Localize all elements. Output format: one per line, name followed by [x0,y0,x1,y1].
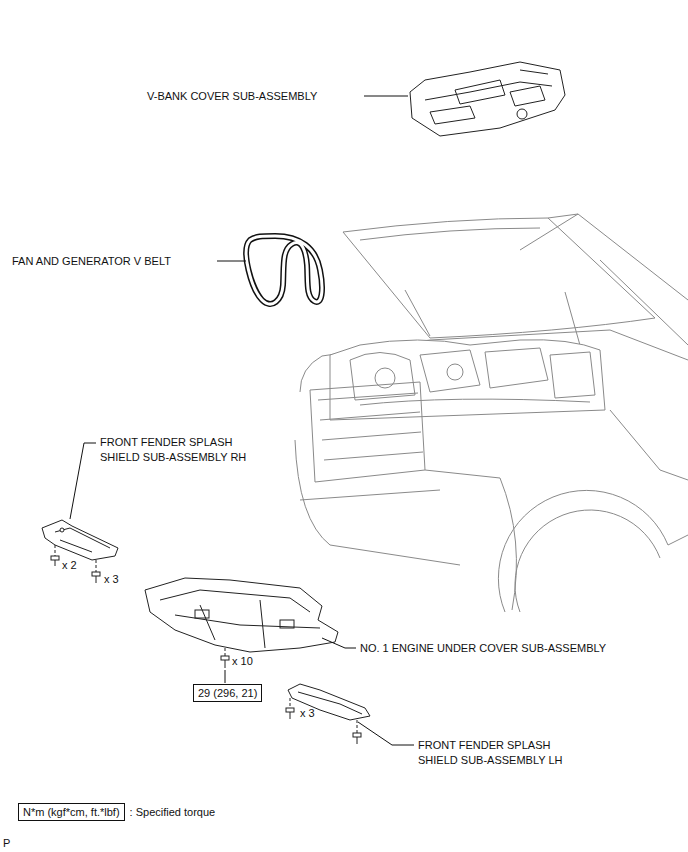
vehicle-outline [295,214,688,612]
quantity: x 10 [232,654,253,669]
part-name: V-BANK COVER SUB-ASSEMBLY [147,89,317,104]
legend-sample-box: N*m (kgf*cm, ft.*lbf) [18,803,125,821]
quantity: x 3 [104,572,119,587]
part-name: FRONT FENDER SPLASH SHIELD SUB-ASSEMBLY … [100,435,250,465]
torque-box: 29 (296, 21) [193,684,262,702]
figure-code: P [3,836,10,851]
fender-shield-rh [42,520,118,560]
v-bank-cover [410,62,565,136]
fender-shield-lh [288,684,370,720]
part-name: FAN AND GENERATOR V BELT [12,254,171,269]
quantity: x 2 [62,558,77,573]
engine-under-cover [145,578,338,652]
box-text: N*m (kgf*cm, ft.*lbf) [23,805,120,819]
quantity: x 3 [300,706,315,721]
box-text: 29 (296, 21) [198,686,257,700]
bolts [51,545,361,744]
part-name: FRONT FENDER SPLASH SHIELD SUB-ASSEMBLY … [418,738,578,768]
legend-text: : Specified torque [130,805,216,820]
v-belt [246,236,322,304]
part-name: NO. 1 ENGINE UNDER COVER SUB-ASSEMBLY [360,641,606,656]
